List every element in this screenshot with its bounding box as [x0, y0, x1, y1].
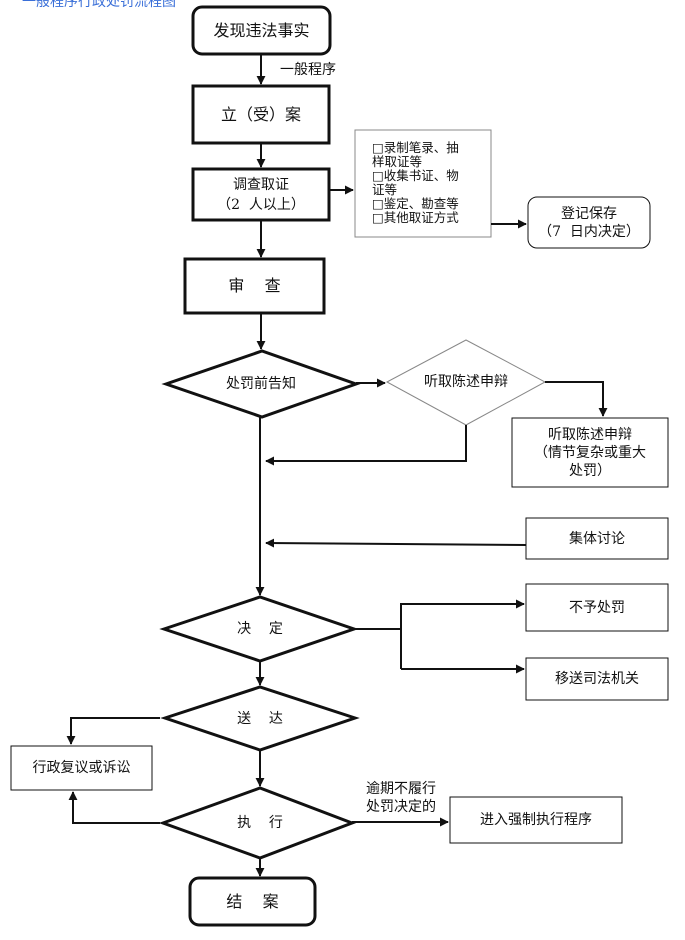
review-label: 审 查 [228, 276, 281, 295]
investigate-label: 调查取证 （2 人以上） [217, 176, 305, 213]
arrow-execute-review-lawsuit [68, 791, 160, 824]
execute-label: 执 行 [237, 815, 283, 831]
header-text: 一般程序行政处罚流程图 [22, 0, 176, 10]
decision-label: 决 定 [237, 621, 283, 637]
enforce-label: 进入强制执行程序 [480, 812, 592, 828]
hearing-box [511, 417, 669, 488]
transfer-box [525, 657, 669, 701]
arrow-collective-return [265, 538, 527, 548]
deliver-label: 送 达 [237, 711, 283, 727]
arrow-hearing-box [545, 381, 608, 417]
enforce-box [449, 796, 623, 844]
review-box [183, 257, 326, 315]
review-lawsuit-box [10, 745, 153, 791]
close-label: 结 案 [226, 891, 279, 911]
evidence-methods-label: □录制笔录、抽 样取证等 □收集书证、物 证等 □鉴定、勘查等 □其他取证方式 [372, 140, 459, 225]
no-penalty-label: 不予处罚 [569, 599, 625, 616]
overdue-label: 逾期不履行 处罚决定的 [366, 781, 436, 815]
no-penalty-box [525, 583, 669, 632]
case-box [191, 84, 331, 145]
arrow-hearing-return [265, 425, 467, 466]
deliver-diamond [160, 685, 360, 752]
collective-box [525, 517, 669, 560]
register-box [527, 196, 651, 249]
transfer-label: 移送司法机关 [555, 671, 639, 687]
notify-label: 处罚前告知 [226, 376, 296, 392]
case-label: 立（受）案 [220, 104, 301, 124]
hearing-box-label: 听取陈述申辩 （情节复杂或重大 处罚） [534, 426, 646, 479]
evidence-methods-box [354, 129, 492, 238]
register-label: 登记保存 （7 日内决定） [538, 205, 640, 240]
collective-label: 集体讨论 [569, 530, 625, 547]
close-box [188, 876, 317, 927]
start-label: 发现违法事实 [213, 20, 310, 40]
investigate-box [191, 167, 331, 222]
hearing-diamond-label: 听取陈述申辩 [424, 374, 508, 390]
branch-general-label: 一般程序 [280, 62, 336, 78]
review-lawsuit-label: 行政复议或诉讼 [32, 760, 131, 776]
arrow-deliver-review-lawsuit [66, 717, 160, 745]
arrow-decision-no-penalty [400, 599, 525, 669]
